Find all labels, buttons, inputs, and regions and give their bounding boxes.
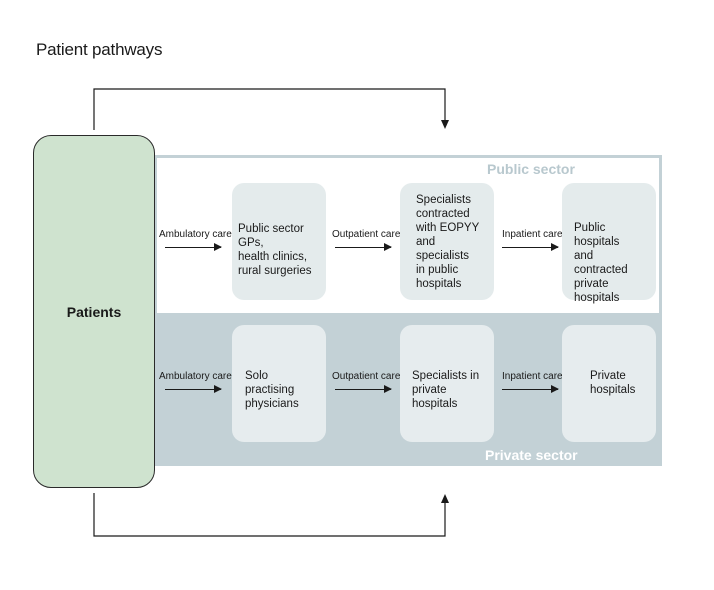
public-node-hospitals-text: Public hospitals and contracted private … [574,222,628,304]
private-sector-label: Private sector [485,447,578,463]
private-node-specialists-text: Specialists in private hospitals [412,370,480,410]
public-node-specialists: Specialists contracted with EOPYY and sp… [400,183,494,300]
top-connector [93,88,446,130]
public-arrow-1 [165,243,222,251]
patients-label: Patients [66,303,122,320]
private-edge-ambulatory-care: Ambulatory care [159,371,232,382]
private-arrow-2 [335,385,392,393]
diagram-title: Patient pathways [36,40,163,59]
public-node-gps: Public sector GPs, health clinics, rural… [232,183,326,300]
private-arrow-3 [502,385,559,393]
private-node-specialists: Specialists in private hospitals [400,325,494,442]
public-arrow-2 [335,243,392,251]
bottom-connector-arrowhead [441,494,449,503]
public-edge-inpatient-care: Inpatient care [502,229,563,240]
top-connector-arrowhead [441,120,449,129]
public-node-hospitals: Public hospitals and contracted private … [562,183,656,304]
private-node-physicians-text: Solo practising physicians [245,370,299,410]
public-arrow-3 [502,243,559,251]
private-arrow-1 [165,385,222,393]
public-node-specialists-text: Specialists contracted with EOPYY and sp… [416,194,480,290]
private-edge-outpatient-care: Outpatient care [332,371,401,382]
private-edge-inpatient-care: Inpatient care [502,371,563,382]
public-edge-ambulatory-care: Ambulatory care [159,229,232,240]
bottom-connector [93,493,446,537]
public-sector-label: Public sector [487,161,575,177]
private-node-hospitals: Private hospitals [562,325,656,442]
private-node-hospitals-text: Private hospitals [590,370,636,396]
public-edge-outpatient-care: Outpatient care [332,229,401,240]
patients-box: Patients [33,135,155,488]
private-node-physicians: Solo practising physicians [232,325,326,442]
public-node-gps-text: Public sector GPs, health clinics, rural… [238,223,312,277]
